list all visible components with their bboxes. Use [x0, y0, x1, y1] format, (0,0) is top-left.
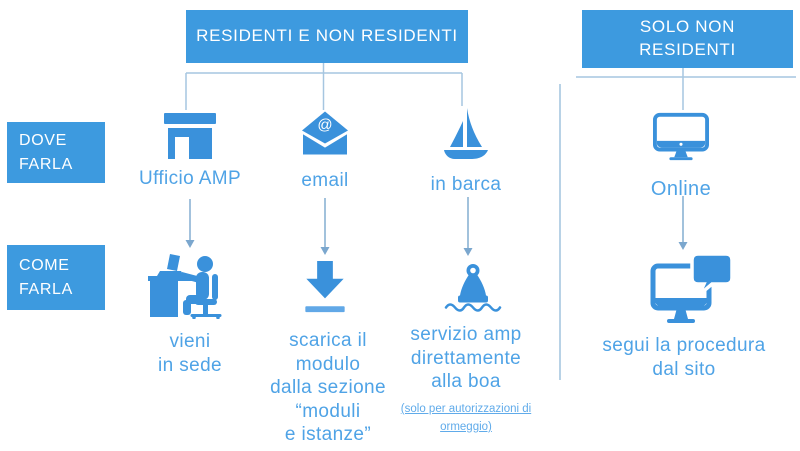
how-label-vieni-in-sede: vieni in sede [158, 331, 222, 376]
how-label-scarica-modulo: scarica il modulo dalla sezione “moduli … [270, 330, 386, 446]
how-label-segui-procedura: segui la procedura dal sito [602, 335, 766, 380]
desktop-monitor-icon [653, 112, 709, 162]
where-label-ufficio-amp: Ufficio AMP [138, 168, 242, 189]
row-label-dove-farla: DOVE FARLA [7, 122, 105, 183]
tree-connector-lines [185, 63, 796, 110]
svg-text:@: @ [317, 117, 332, 134]
where-label-in-barca: in barca [430, 174, 502, 195]
person-at-desk-icon [148, 252, 230, 319]
office-building-icon [164, 113, 216, 159]
header-residenti-e-non-residenti: RESIDENTI E NON RESIDENTI [186, 10, 468, 63]
where-label-online: Online [650, 178, 712, 200]
row-label-come-farla: COME FARLA [7, 245, 105, 310]
download-icon [302, 261, 348, 318]
header-solo-non-residenti: SOLO NON RESIDENTI [582, 10, 793, 68]
how-note-ormeggio-link[interactable]: (solo per autorizzazioni di ormeggio) [400, 403, 532, 433]
monitor-chat-icon [650, 254, 734, 330]
open-envelope-at-icon: @ [298, 110, 352, 157]
down-arrows [185, 196, 688, 256]
where-label-email: email [301, 170, 349, 191]
how-label-servizio-amp: servizio amp direttamente alla boa [410, 324, 522, 393]
mooring-buoy-icon [444, 262, 502, 313]
sailboat-icon [441, 106, 491, 162]
